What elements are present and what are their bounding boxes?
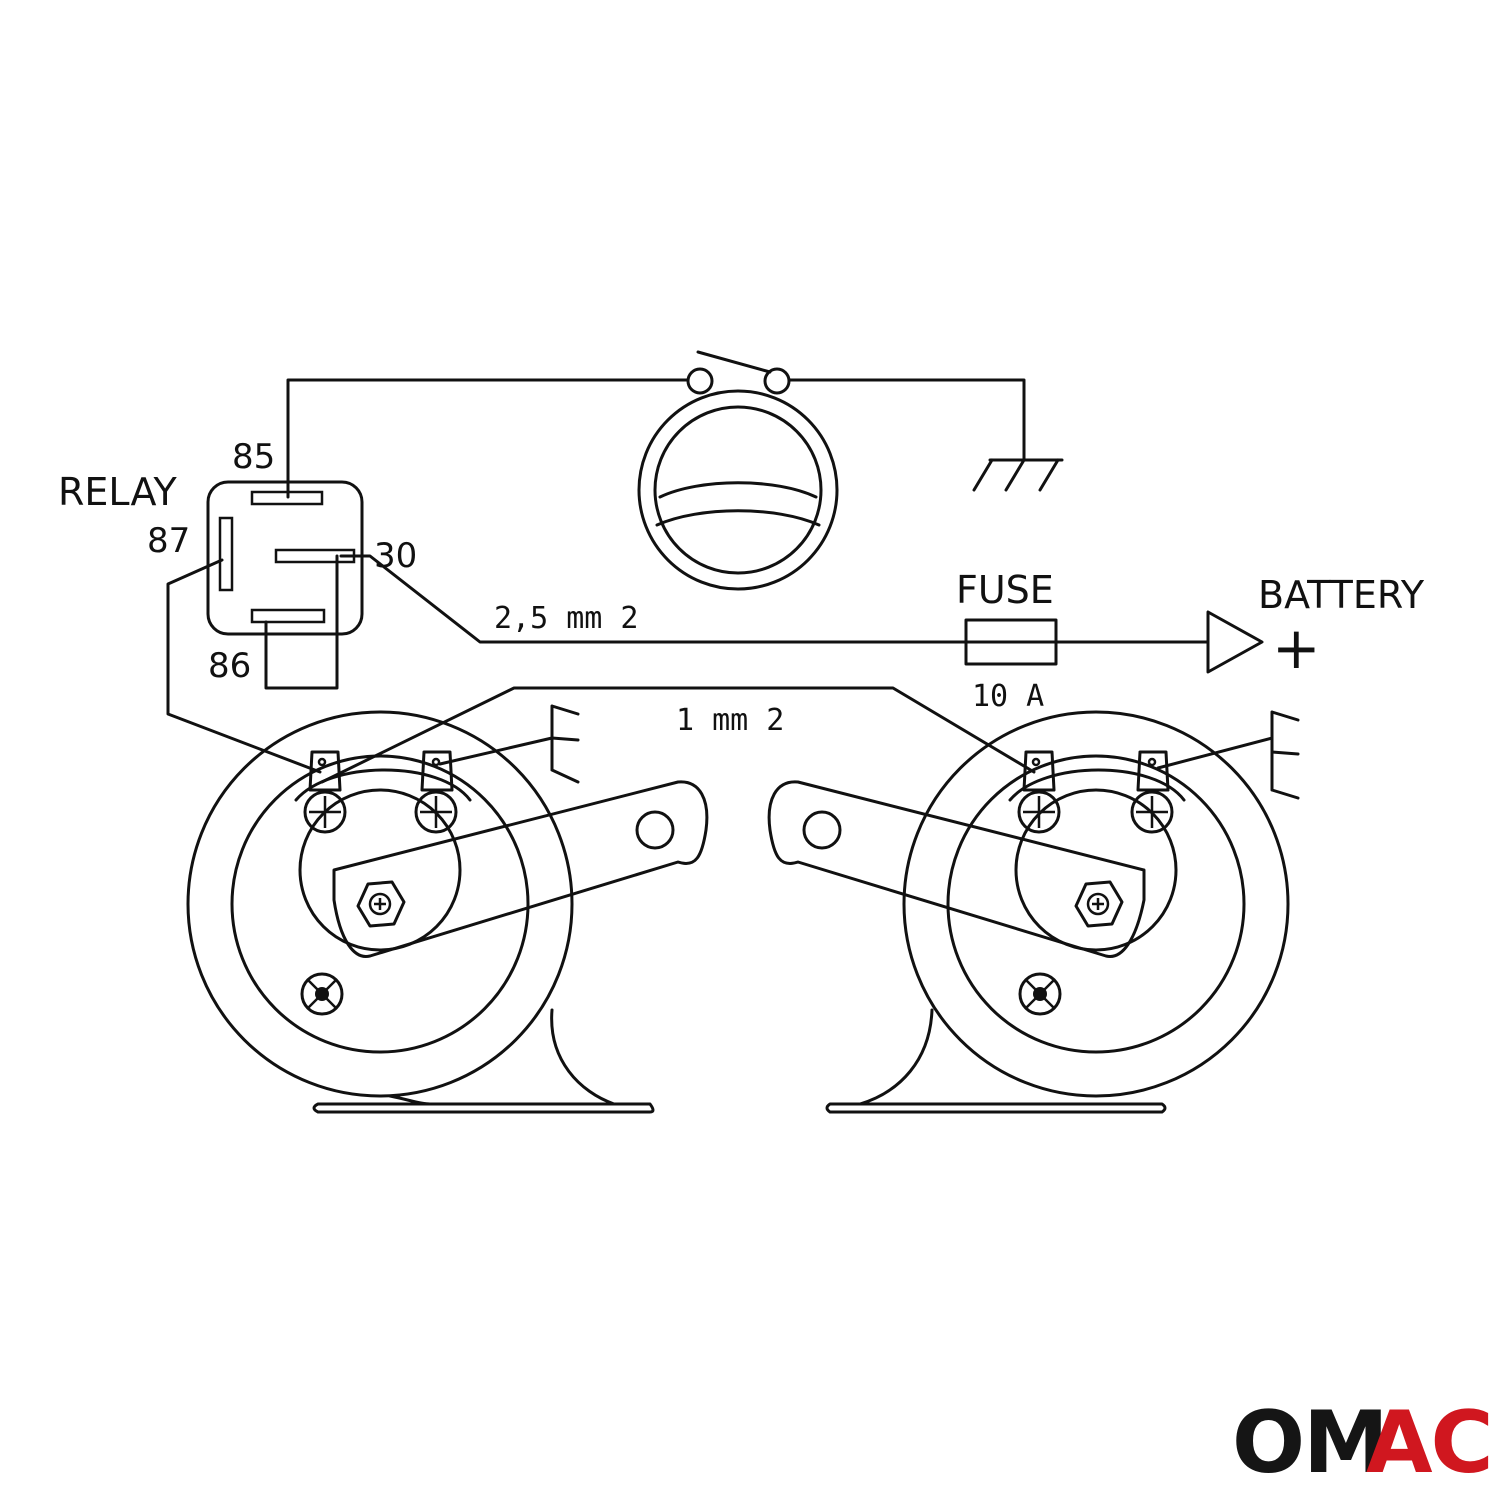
horn-switch-icon [686, 350, 791, 395]
horn-terminal [1017, 750, 1061, 834]
omac-logo: OM AC [1232, 1393, 1494, 1493]
fuse-label: FUSE [956, 568, 1054, 612]
horn-terminal [414, 750, 458, 834]
control-circuit [286, 350, 1064, 591]
battery-plus-label: + [1272, 614, 1321, 682]
wire-main-label: 2,5 mm 2 [494, 601, 639, 636]
battery-label: BATTERY [1258, 573, 1425, 617]
horn-terminal [303, 750, 347, 834]
pin-86-label: 86 [208, 646, 251, 686]
horn-icon [767, 710, 1290, 1114]
ground-icon [972, 458, 1064, 492]
horn-icon [186, 710, 709, 1114]
pin-85-label: 85 [232, 437, 275, 477]
fuse-rating-label: 10 A [972, 679, 1044, 714]
battery-terminal-icon [1206, 610, 1264, 674]
horn-terminal [1130, 750, 1174, 834]
pin-87-label: 87 [147, 521, 190, 561]
relay-label: RELAY [58, 470, 178, 514]
relay-icon [206, 480, 364, 690]
pin-30-label: 30 [374, 536, 417, 576]
logo-text-red: AC [1366, 1393, 1492, 1493]
steering-wheel-icon [637, 389, 839, 591]
fuse-icon [964, 618, 1058, 666]
logo-text-dark: OM [1232, 1393, 1387, 1493]
wire-horn-label: 1 mm 2 [676, 703, 784, 738]
